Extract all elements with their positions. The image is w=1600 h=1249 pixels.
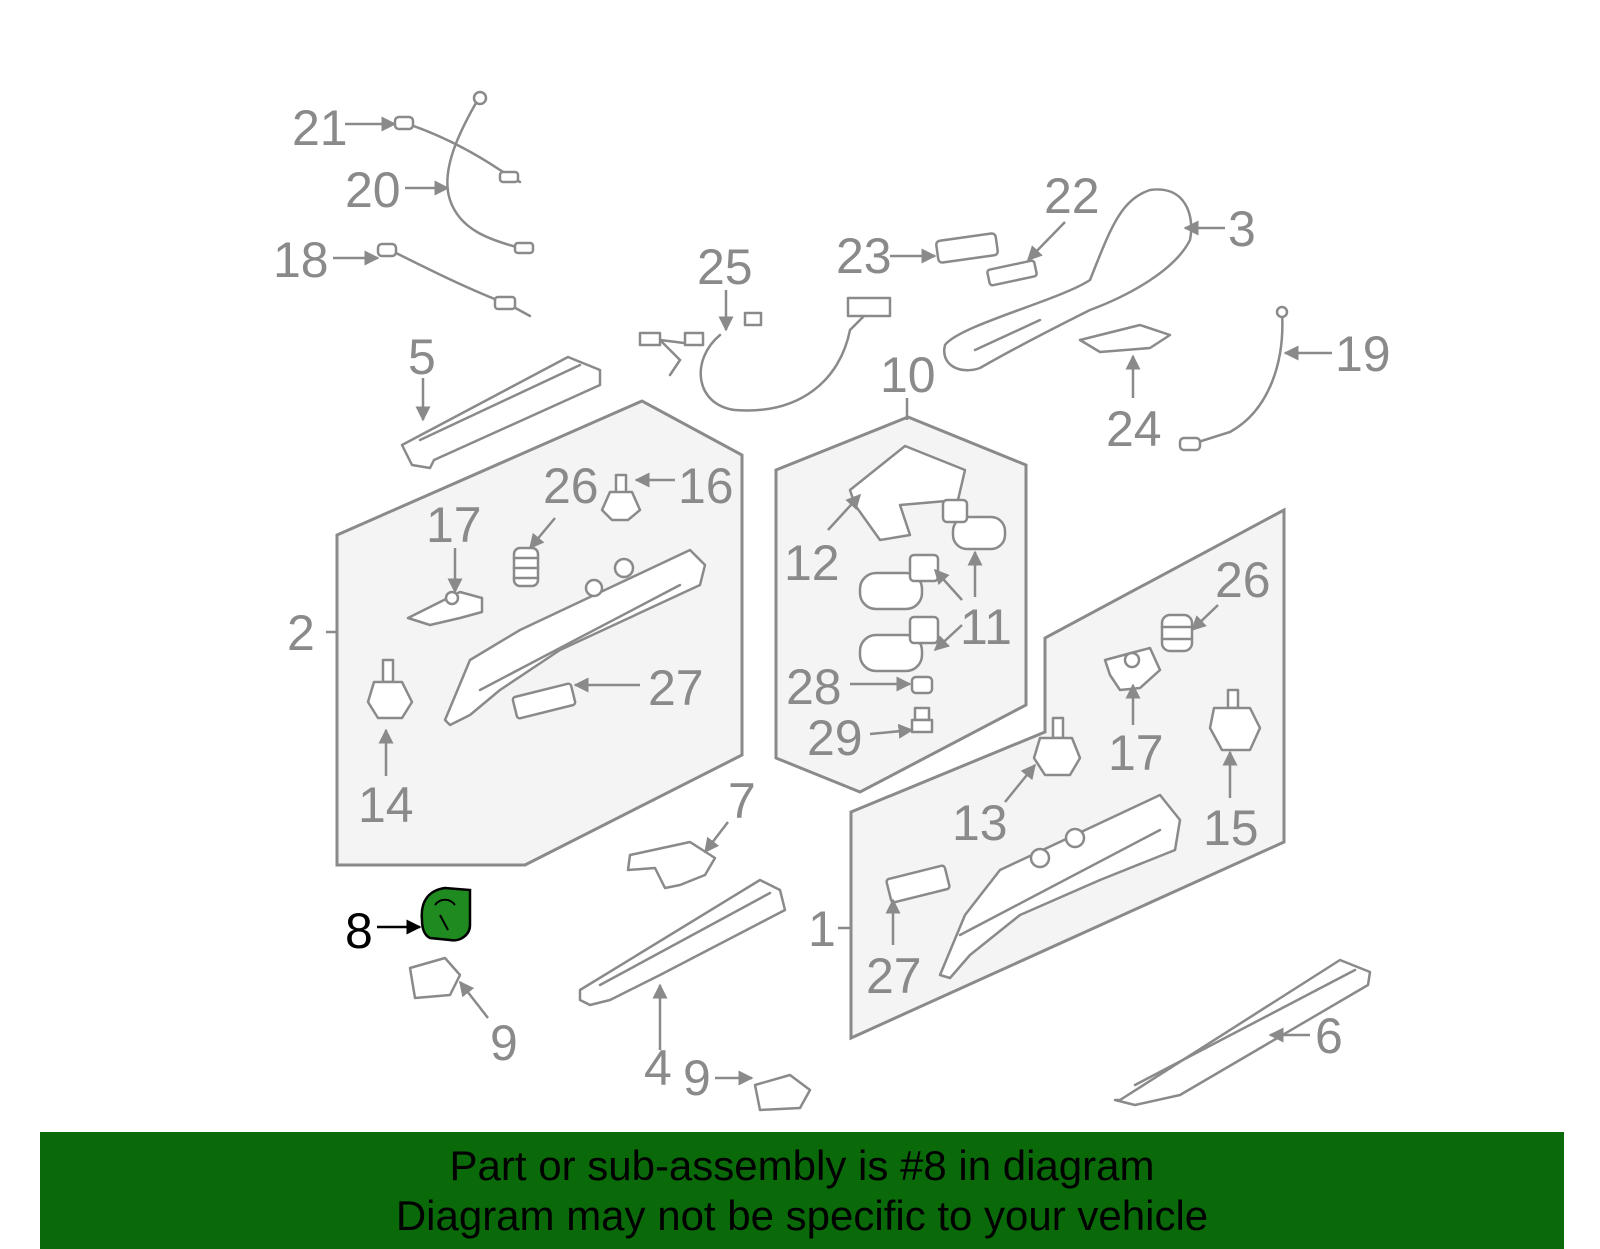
callout-11: 11 [960, 599, 1012, 655]
callout-14: 14 [358, 777, 414, 833]
part-3-trim [942, 188, 1193, 372]
cable-18 [376, 242, 532, 318]
callout-24: 24 [1106, 401, 1162, 457]
leader-lines [326, 116, 1332, 1086]
part-28-nut [910, 675, 934, 695]
part-1-track-right [938, 793, 1182, 980]
callout-2: 2 [287, 605, 315, 661]
callout-15: 15 [1203, 800, 1259, 856]
callout-7: 7 [728, 773, 756, 829]
callout-26-left: 26 [543, 458, 599, 514]
part-7-bracket [626, 840, 717, 890]
part-9-block-right [753, 1073, 812, 1112]
callout-19: 19 [1335, 326, 1391, 382]
callout-12: 12 [784, 535, 840, 591]
callout-1: 1 [808, 901, 836, 957]
callout-5: 5 [408, 329, 436, 385]
part-15-mount [1208, 688, 1262, 752]
part-27-pad-right [885, 864, 951, 904]
part-11-motor-c [858, 615, 940, 673]
callout-23: 23 [836, 228, 892, 284]
part-11-motor-b [858, 553, 940, 611]
part-2-track-left [443, 548, 707, 727]
part-22-switch [986, 259, 1038, 287]
callout-6: 6 [1315, 1008, 1343, 1064]
callout-25: 25 [697, 239, 753, 295]
part-5-cover [400, 355, 602, 470]
part-23-switch [935, 232, 999, 264]
callout-21: 21 [292, 100, 348, 156]
callout-4: 4 [644, 1040, 672, 1096]
part-26-spring-right [1160, 613, 1194, 653]
part-29-bolt [910, 706, 934, 734]
callout-27-left: 27 [648, 660, 704, 716]
callout-28: 28 [786, 659, 842, 715]
part-4-cover [578, 878, 787, 1007]
info-banner: Part or sub-assembly is #8 in diagram Di… [40, 1132, 1564, 1249]
callout-17-left: 17 [426, 497, 482, 553]
callout-9-right: 9 [683, 1050, 711, 1106]
callout-29: 29 [807, 710, 863, 766]
callout-9-left: 9 [490, 1015, 518, 1071]
part-25-harness [638, 296, 892, 412]
part-26-spring-left [512, 546, 540, 588]
banner-line-2: Diagram may not be specific to your vehi… [395, 1191, 1209, 1239]
callout-20: 20 [345, 162, 401, 218]
part-11-motor-a [941, 498, 1007, 551]
part-16-mount [600, 473, 642, 522]
callout-22: 22 [1044, 168, 1100, 224]
callout-16: 16 [678, 458, 734, 514]
callout-18: 18 [273, 232, 329, 288]
callout-13: 13 [952, 795, 1008, 851]
part-9-block-left [408, 956, 462, 1000]
part-8-highlighted [420, 886, 472, 942]
banner-line-1: Part or sub-assembly is #8 in diagram [449, 1141, 1155, 1189]
callout-10: 10 [880, 347, 936, 403]
callout-8: 8 [345, 903, 373, 959]
part-24-bracket [1078, 323, 1172, 354]
part-17-bracket-left [406, 590, 484, 627]
callout-17-right: 17 [1108, 725, 1164, 781]
cable-21-20 [393, 90, 535, 255]
callout-26-right: 26 [1215, 552, 1271, 608]
callout-3: 3 [1228, 201, 1256, 257]
part-14-mount [366, 658, 414, 720]
part-27-pad-left [511, 682, 577, 720]
part-13-mount [1032, 716, 1082, 777]
callout-27-right: 27 [866, 948, 922, 1004]
cable-19 [1178, 305, 1289, 452]
